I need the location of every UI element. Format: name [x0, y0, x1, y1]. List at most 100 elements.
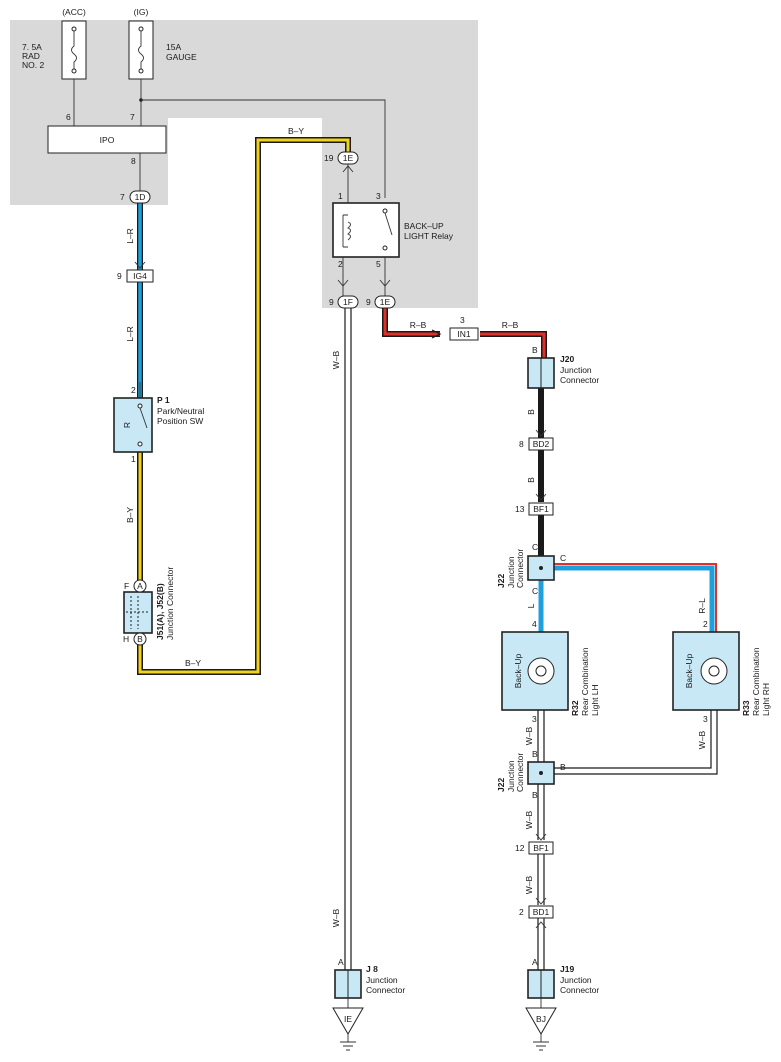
fuse-acc: (ACC) 7. 5A RAD NO. 2 6 — [22, 7, 87, 126]
backup-light-relay: 1 3 2 5 BACK–UP LIGHT Relay — [332, 191, 454, 270]
j8-line2: Connector — [366, 985, 405, 995]
ground-bj-label: BJ — [536, 1014, 546, 1024]
wire-label-by-bottom: B–Y — [185, 658, 201, 668]
j8-id: J 8 — [366, 964, 378, 974]
p1-id: P 1 — [157, 395, 170, 405]
relay-label-line2: LIGHT Relay — [404, 231, 454, 241]
wire-by — [137, 137, 351, 675]
wire-label-l: L — [526, 603, 536, 608]
connector-in1: IN1 3 — [449, 315, 479, 341]
connector-bd1: BD1 2 — [519, 897, 554, 929]
fuse-ig-line1: 15A — [166, 42, 181, 52]
p1-inner-label: R — [122, 422, 132, 428]
svg-text:1E: 1E — [380, 297, 391, 307]
wire-label-b-2: B — [526, 477, 536, 483]
connector-1d: 1D 7 — [120, 190, 151, 204]
svg-text:1D: 1D — [135, 192, 146, 202]
wire-label-wb-r1: W–B — [524, 726, 534, 745]
relay-switch-icon — [384, 212, 393, 236]
connector-bd1-pin: 2 — [519, 907, 524, 917]
r32-line1: Rear Combination — [580, 647, 590, 716]
wire-label-by-left: B–Y — [125, 507, 135, 523]
j22-bot-id: J22 — [496, 778, 506, 792]
r32-inner: Back–Up — [513, 653, 523, 688]
j51-pin-b: B — [137, 634, 143, 644]
r33-id: R33 — [741, 700, 751, 716]
j19-pin: A — [532, 957, 538, 967]
wire-label-wb-r2: W–B — [524, 810, 534, 829]
j20-pin: B — [532, 345, 538, 355]
wire-label-wb-left-bot: W–B — [331, 908, 341, 927]
connector-bf1-bottom: BF1 12 — [515, 833, 554, 855]
j22-top-pin-in: C — [532, 542, 538, 552]
j8-line1: Junction — [366, 975, 398, 985]
svg-text:BF1: BF1 — [533, 504, 549, 514]
connector-bf1-top-pin: 13 — [515, 504, 525, 514]
fuse-acc-line3: NO. 2 — [22, 60, 44, 70]
wire-label-by-top: B–Y — [288, 126, 304, 136]
j20-line1: Junction — [560, 365, 592, 375]
connector-in1-pin: 3 — [460, 315, 465, 325]
wire-label-wb-left-top: W–B — [331, 350, 341, 369]
connector-1f: 1F 9 — [329, 270, 359, 309]
p1-line2: Position SW — [157, 416, 203, 426]
r33-line1: Rear Combination — [751, 647, 761, 716]
j19-line1: Junction — [560, 975, 592, 985]
ipo-box — [47, 125, 167, 154]
j22-bot-pin-top: B — [532, 749, 538, 759]
j22-top-line1: Junction — [506, 556, 516, 588]
r33-line2: Light RH — [761, 683, 771, 716]
r32-pin-in: 4 — [532, 619, 537, 629]
fuse-acc-icon — [71, 31, 77, 69]
svg-text:BD2: BD2 — [533, 439, 550, 449]
j22-bot-pin-bot: B — [532, 790, 538, 800]
j22-bot-line2: Connector — [515, 753, 525, 792]
connector-1e-top: 1E 19 — [324, 151, 359, 198]
r33-pin-out: 3 — [703, 714, 708, 724]
j51-pin-h: H — [123, 634, 129, 644]
ground-ie-label: IE — [344, 1014, 352, 1024]
connector-bd2: BD2 8 — [519, 429, 554, 451]
j22-bot-pin-right: B — [560, 762, 566, 772]
fuse-acc-line1: 7. 5A — [22, 42, 42, 52]
j51-pin-a: A — [137, 581, 143, 591]
fuse-acc-line2: RAD — [22, 51, 40, 61]
fuse-ig-line2: GAUGE — [166, 52, 197, 62]
svg-text:BF1: BF1 — [533, 843, 549, 853]
j22-top-pin-right: C — [560, 553, 566, 563]
p1-switch-icon — [139, 407, 148, 429]
fuse-ig: (IG) 15A GAUGE 7 — [128, 7, 386, 198]
wire-wb-left — [344, 308, 352, 970]
connector-1f-pin: 9 — [329, 297, 334, 307]
j22-top-junction-connector: C C C J22 Junction Connector — [496, 542, 566, 596]
p1-pin-top: 2 — [131, 385, 136, 395]
wire-wb-right — [537, 710, 718, 970]
j51-pin-f: F — [124, 581, 129, 591]
j19-id: J19 — [560, 964, 574, 974]
r33-rear-combination-light-rh: Back–Up 2 3 R33 Rear Combination Light R… — [672, 619, 771, 724]
wire-rl — [554, 563, 717, 632]
j19-line2: Connector — [560, 985, 599, 995]
connector-bd2-pin: 8 — [519, 439, 524, 449]
connector-bf1-top: BF1 13 — [515, 493, 554, 516]
relay-pin5: 5 — [376, 259, 381, 269]
j8-pin: A — [338, 957, 344, 967]
relay-label-line1: BACK–UP — [404, 221, 444, 231]
park-neutral-switch: R 2 1 P 1 Park/Neutral Position SW — [113, 382, 204, 464]
j51-j52-junction-connector: A B F H J51(A), J52(B) Junction Connecto… — [123, 567, 175, 646]
svg-text:1F: 1F — [343, 297, 353, 307]
j51-title: J51(A), J52(B) — [155, 583, 165, 640]
ground-bj-icon — [525, 1007, 557, 1036]
j22-bot-line1: Junction — [506, 760, 516, 792]
relay-pin3: 3 — [376, 191, 381, 201]
connector-ig4: IG4 9 — [117, 261, 154, 283]
svg-text:1E: 1E — [343, 153, 354, 163]
fuse-ig-pin: 7 — [130, 112, 135, 122]
j20-id: J20 — [560, 354, 574, 364]
r32-id: R32 — [570, 700, 580, 716]
relay-pin2: 2 — [338, 259, 343, 269]
wire-label-lr-top: L–R — [125, 228, 135, 244]
r32-rear-combination-light-lh: Back–Up 4 3 R32 Rear Combination Light L… — [501, 619, 600, 724]
wire-label-wb-r3: W–B — [524, 875, 534, 894]
